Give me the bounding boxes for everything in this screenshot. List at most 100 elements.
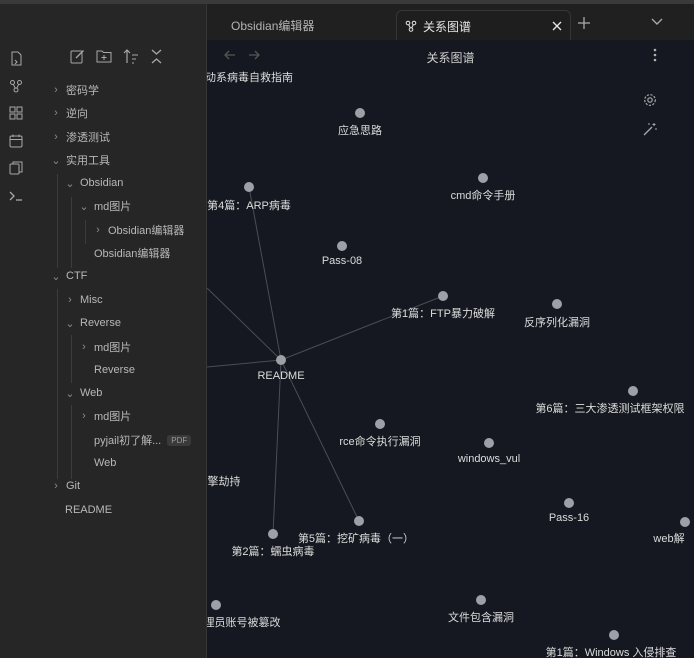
chevron-down-icon: ⌄: [79, 200, 89, 213]
graph-node: [337, 241, 347, 251]
tree-file[interactable]: Obsidian编辑器: [94, 243, 170, 263]
graph-node-label: Pass-08: [321, 255, 363, 267]
graph-settings-gear-icon[interactable]: [643, 93, 657, 107]
graph-node: [268, 529, 278, 539]
graph-node-label: 擎劫持: [207, 476, 241, 488]
new-note-icon[interactable]: [70, 49, 85, 67]
graph-node-label: 动系病毒自救指南: [207, 72, 293, 84]
chevron-down-icon: ⌄: [51, 270, 61, 283]
graph-canvas[interactable]: 动系病毒自救指南 应急思路 cmd命令手册 第4篇：ARP病毒 Pass-08 …: [207, 40, 694, 658]
tree-folder[interactable]: ⌄Reverse: [64, 313, 121, 333]
graph-node-label: 第4篇：ARP病毒: [207, 200, 291, 212]
more-options-icon[interactable]: [653, 48, 657, 62]
templates-icon[interactable]: [7, 159, 25, 177]
tree-folder[interactable]: ⌄Web: [64, 383, 102, 403]
ribbon: [0, 4, 35, 658]
graph-link: [207, 359, 282, 368]
chevron-right-icon: ›: [54, 84, 58, 96]
tree-file[interactable]: README: [65, 500, 112, 520]
graph-view-icon[interactable]: [7, 77, 25, 95]
graph-node: [354, 516, 364, 526]
sort-icon[interactable]: [123, 49, 139, 67]
indent-guide: [71, 405, 72, 479]
graph-node: [211, 600, 221, 610]
tree-label: Obsidian编辑器: [108, 225, 185, 237]
graph-link: [248, 186, 282, 361]
graph-node: [609, 630, 619, 640]
graph-node-label: 第1篇：FTP暴力破解: [391, 308, 495, 320]
tree-folder[interactable]: ›md图片: [78, 406, 131, 426]
tree-folder[interactable]: ⌄ md图片: [78, 196, 131, 216]
new-tab-icon[interactable]: [577, 16, 591, 30]
tree-label: pyjail初了解...: [94, 435, 162, 447]
graph-node-label: cmd命令手册: [450, 190, 516, 202]
back-arrow-icon[interactable]: [224, 49, 236, 61]
tree-label: 渗透测试: [66, 132, 110, 144]
tree-folder[interactable]: ⌄Obsidian: [64, 173, 123, 193]
tree-folder[interactable]: ⌄CTF: [50, 266, 87, 286]
calendar-icon[interactable]: [7, 132, 25, 150]
pdf-badge: PDF: [167, 434, 192, 446]
tree-folder[interactable]: ›md图片: [78, 337, 131, 357]
tree-folder[interactable]: › 渗透测试: [50, 127, 110, 147]
tree-folder[interactable]: ›Git: [50, 476, 80, 496]
tree-folder[interactable]: ⌄实用工具: [50, 150, 110, 170]
chevron-right-icon: ›: [54, 131, 58, 143]
tree-label: Web: [80, 387, 103, 399]
chevron-right-icon: ›: [68, 294, 72, 306]
tree-label: README: [65, 504, 113, 516]
tree-label: Web: [94, 457, 117, 469]
tree-folder[interactable]: ›密码学: [50, 80, 99, 100]
graph-node-label: 第5篇：挖矿病毒（一）: [297, 533, 415, 545]
graph-node-label: Pass-16: [548, 512, 590, 524]
terminal-icon[interactable]: [7, 187, 25, 205]
new-folder-icon[interactable]: [96, 49, 112, 67]
canvas-icon[interactable]: [7, 104, 25, 122]
tree-label: Misc: [80, 294, 103, 306]
animate-wand-icon[interactable]: [643, 122, 657, 136]
chevron-right-icon: ›: [82, 410, 86, 422]
tree-label: md图片: [94, 201, 132, 213]
window-top-border: [0, 0, 694, 4]
graph-node: [476, 595, 486, 605]
graph-icon: [405, 20, 417, 32]
indent-guide: [71, 335, 72, 383]
chevron-down-icon: ⌄: [51, 154, 61, 167]
collapse-all-icon[interactable]: [150, 49, 163, 67]
close-icon[interactable]: [552, 21, 562, 31]
graph-node: [564, 498, 574, 508]
tree-label: Obsidian: [80, 177, 124, 189]
graph-node-label: 第2篇：蠕虫病毒: [231, 546, 315, 558]
view-title: 关系图谱: [426, 51, 475, 65]
tree-file[interactable]: Web: [94, 453, 116, 473]
tab-label: 关系图谱: [423, 19, 472, 34]
chevron-right-icon: ›: [54, 107, 58, 119]
graph-node: [484, 438, 494, 448]
tree-folder[interactable]: ›Obsidian编辑器: [92, 220, 184, 240]
tab-obsidian-editor[interactable]: Obsidian编辑器: [207, 10, 395, 40]
graph-node: [276, 355, 286, 365]
graph-link: [280, 295, 444, 361]
tree-folder[interactable]: › 逆向: [50, 103, 88, 123]
tab-label: Obsidian编辑器: [231, 18, 315, 33]
graph-node: [244, 182, 254, 192]
tree-folder[interactable]: › Misc: [64, 290, 103, 310]
chevron-down-icon[interactable]: [651, 18, 663, 26]
tree-file[interactable]: Reverse: [94, 360, 135, 380]
graph-node: [680, 517, 690, 527]
graph-node: [552, 299, 562, 309]
graph-node-label: web解: [653, 533, 685, 545]
forward-arrow-icon[interactable]: [248, 49, 260, 61]
indent-guide: [57, 174, 58, 268]
graph-node-label: 应急思路: [338, 125, 382, 137]
tree-label: 逆向: [66, 108, 88, 120]
view-header: 关系图谱: [207, 40, 694, 72]
tree-label: Git: [66, 480, 81, 492]
graph-node-label: 反序列化漏洞: [524, 317, 590, 329]
tree-file[interactable]: pyjail初了解... PDF: [94, 430, 192, 450]
graph-node-label: 第1篇：Windows 入侵排查: [545, 647, 677, 658]
tab-graph-view[interactable]: 关系图谱: [396, 10, 571, 41]
open-quick-switcher-icon[interactable]: [7, 49, 25, 67]
graph-node-label: 文件包含漏洞: [448, 612, 514, 624]
graph-link: [280, 359, 360, 522]
